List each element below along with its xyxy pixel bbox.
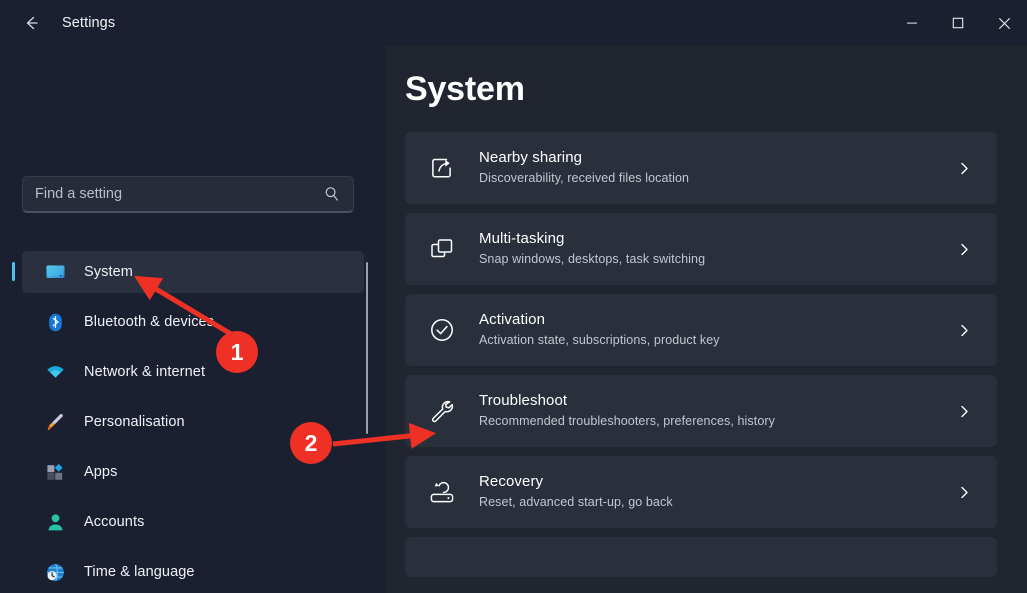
minimize-button[interactable] [889, 0, 935, 46]
title-bar: Settings [0, 0, 1027, 46]
card-text: Multi-tasking Snap windows, desktops, ta… [479, 229, 951, 269]
search-container [22, 176, 354, 213]
search-icon[interactable] [323, 185, 341, 203]
apps-icon [44, 461, 66, 483]
card-title: Multi-tasking [479, 230, 565, 248]
search-box[interactable] [22, 176, 354, 213]
settings-card-troubleshoot[interactable]: Troubleshoot Recommended troubleshooters… [405, 375, 997, 447]
card-text: Activation Activation state, subscriptio… [479, 310, 951, 350]
settings-card-multi-tasking[interactable]: Multi-tasking Snap windows, desktops, ta… [405, 213, 997, 285]
settings-card-recovery[interactable]: Recovery Reset, advanced start-up, go ba… [405, 456, 997, 528]
search-input[interactable] [35, 186, 323, 202]
chevron-right-icon[interactable] [951, 161, 977, 176]
sidebar-item-network-internet[interactable]: Network & internet [22, 351, 364, 393]
card-subtitle: Discoverability, received files location [479, 171, 690, 186]
sidebar-item-bluetooth-devices[interactable]: Bluetooth & devices [22, 301, 364, 343]
close-button[interactable] [981, 0, 1027, 46]
minimize-icon [906, 17, 918, 29]
sidebar-item-label: System [84, 264, 133, 280]
back-arrow-icon [21, 13, 41, 33]
chevron-right-icon[interactable] [951, 485, 977, 500]
sidebar-item-time-language[interactable]: Time & language [22, 551, 364, 593]
app-title: Settings [62, 15, 116, 31]
card-subtitle: Reset, advanced start-up, go back [479, 495, 673, 510]
chevron-right-icon[interactable] [951, 242, 977, 257]
chevron-right-icon[interactable] [951, 404, 977, 419]
window-controls [889, 0, 1027, 46]
card-subtitle: Recommended troubleshooters, preferences… [479, 414, 776, 429]
card-text: Recovery Reset, advanced start-up, go ba… [479, 472, 951, 512]
sidebar-item-label: Time & language [84, 564, 195, 580]
sidebar-item-label: Accounts [84, 514, 145, 530]
sidebar-scrollbar[interactable] [366, 262, 368, 434]
chevron-right-icon[interactable] [951, 323, 977, 338]
close-icon [998, 17, 1011, 30]
sidebar-item-apps[interactable]: Apps [22, 451, 364, 493]
person-icon [44, 511, 66, 533]
wifi-icon [44, 361, 66, 383]
card-title: Recovery [479, 473, 544, 491]
sidebar-item-label: Personalisation [84, 414, 185, 430]
wrench-icon [427, 396, 457, 426]
card-title: Troubleshoot [479, 392, 568, 410]
page-title: System [405, 70, 525, 108]
card-subtitle: Activation state, subscriptions, product… [479, 333, 720, 348]
bluetooth-icon [44, 311, 66, 333]
sidebar-nav: System Bluetooth & devices Network & [0, 251, 386, 593]
share-icon [427, 153, 457, 183]
main-content: System Nearby sharing Discoverability, r… [386, 46, 1027, 593]
sidebar-item-label: Bluetooth & devices [84, 314, 215, 330]
settings-card-list: Nearby sharing Discoverability, received… [405, 132, 997, 586]
recovery-drive-icon [427, 477, 457, 507]
card-title: Activation [479, 311, 546, 329]
settings-card-partial[interactable] [405, 537, 997, 577]
windows-stack-icon [427, 234, 457, 264]
card-subtitle: Snap windows, desktops, task switching [479, 252, 706, 267]
sidebar-item-system[interactable]: System [12, 251, 364, 293]
sidebar: System Bluetooth & devices Network & [0, 46, 386, 593]
maximize-button[interactable] [935, 0, 981, 46]
monitor-icon [44, 261, 66, 283]
settings-card-activation[interactable]: Activation Activation state, subscriptio… [405, 294, 997, 366]
sidebar-item-personalisation[interactable]: Personalisation [22, 401, 364, 443]
card-text: Nearby sharing Discoverability, received… [479, 148, 951, 188]
globe-clock-icon [44, 561, 66, 583]
sidebar-item-accounts[interactable]: Accounts [22, 501, 364, 543]
check-circle-icon [427, 315, 457, 345]
card-title: Nearby sharing [479, 149, 583, 167]
settings-card-nearby-sharing[interactable]: Nearby sharing Discoverability, received… [405, 132, 997, 204]
selection-accent-bar [12, 262, 15, 281]
sidebar-item-label: Apps [84, 464, 118, 480]
card-text: Troubleshoot Recommended troubleshooters… [479, 391, 951, 431]
back-button[interactable] [14, 6, 48, 40]
sidebar-item-label: Network & internet [84, 364, 206, 380]
paintbrush-icon [44, 411, 66, 433]
maximize-icon [952, 17, 964, 29]
